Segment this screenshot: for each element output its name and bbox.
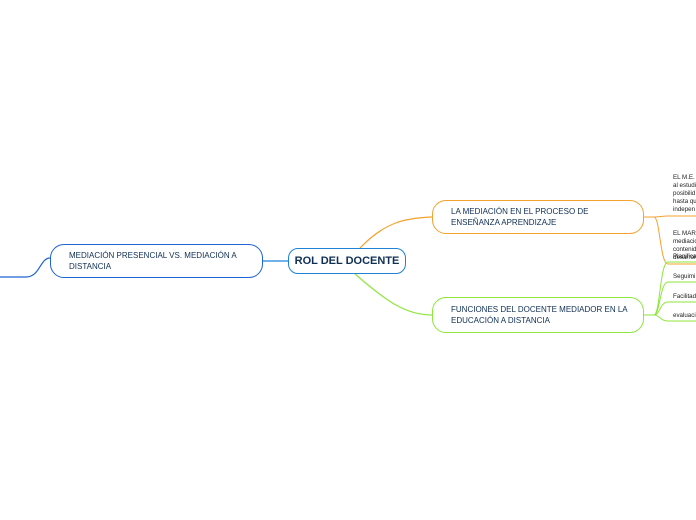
root-node-label: ROL DEL DOCENTE (294, 255, 400, 267)
connector-green-leaf-1 (653, 261, 696, 316)
connector-green-leaf-3 (653, 301, 696, 316)
connector-orange-leaf-1 (653, 215, 696, 218)
connector-green-leaf-2 (653, 281, 696, 316)
topic-mediacion-presencial[interactable]: MEDIACIÓN PRESENCIAL VS. MEDIACIÓN A DIS… (50, 244, 263, 278)
connector-root-to-orange (359, 216, 433, 249)
connector-green-leaf-4 (653, 314, 696, 322)
subtopic-facilitador[interactable]: Facilitad (673, 293, 696, 300)
topic-funciones-docente[interactable]: FUNCIONES DEL DOCENTE MEDIADOR EN LA EDU… (432, 297, 644, 333)
topic-label: FUNCIONES DEL DOCENTE MEDIADOR EN LA EDU… (451, 305, 628, 325)
subtopic-el-marco[interactable]: EL MARC mediació contenid desarrol (673, 230, 696, 262)
subtopic-evaluacion[interactable]: evaluaci (673, 312, 696, 319)
topic-mediacion-proceso[interactable]: LA MEDIACIÓN EN EL PROCESO DE ENSEÑANZA … (432, 200, 644, 234)
root-node[interactable]: ROL DEL DOCENTE (288, 248, 406, 274)
topic-label: MEDIACIÓN PRESENCIAL VS. MEDIACIÓN A DIS… (69, 251, 237, 271)
connector-root-to-green (354, 273, 433, 316)
subtopic-seguimiento[interactable]: Seguimi (673, 273, 696, 280)
topic-label: LA MEDIACIÓN EN EL PROCESO DE ENSEÑANZA … (451, 207, 589, 227)
connector-left-offscreen (0, 257, 51, 278)
connector-orange-leaf-2 (653, 216, 696, 265)
subtopic-em-d[interactable]: EL M.E. d al estudi posibilid hasta qu i… (673, 174, 696, 214)
subtopic-planifica[interactable]: Planifica (673, 253, 696, 260)
